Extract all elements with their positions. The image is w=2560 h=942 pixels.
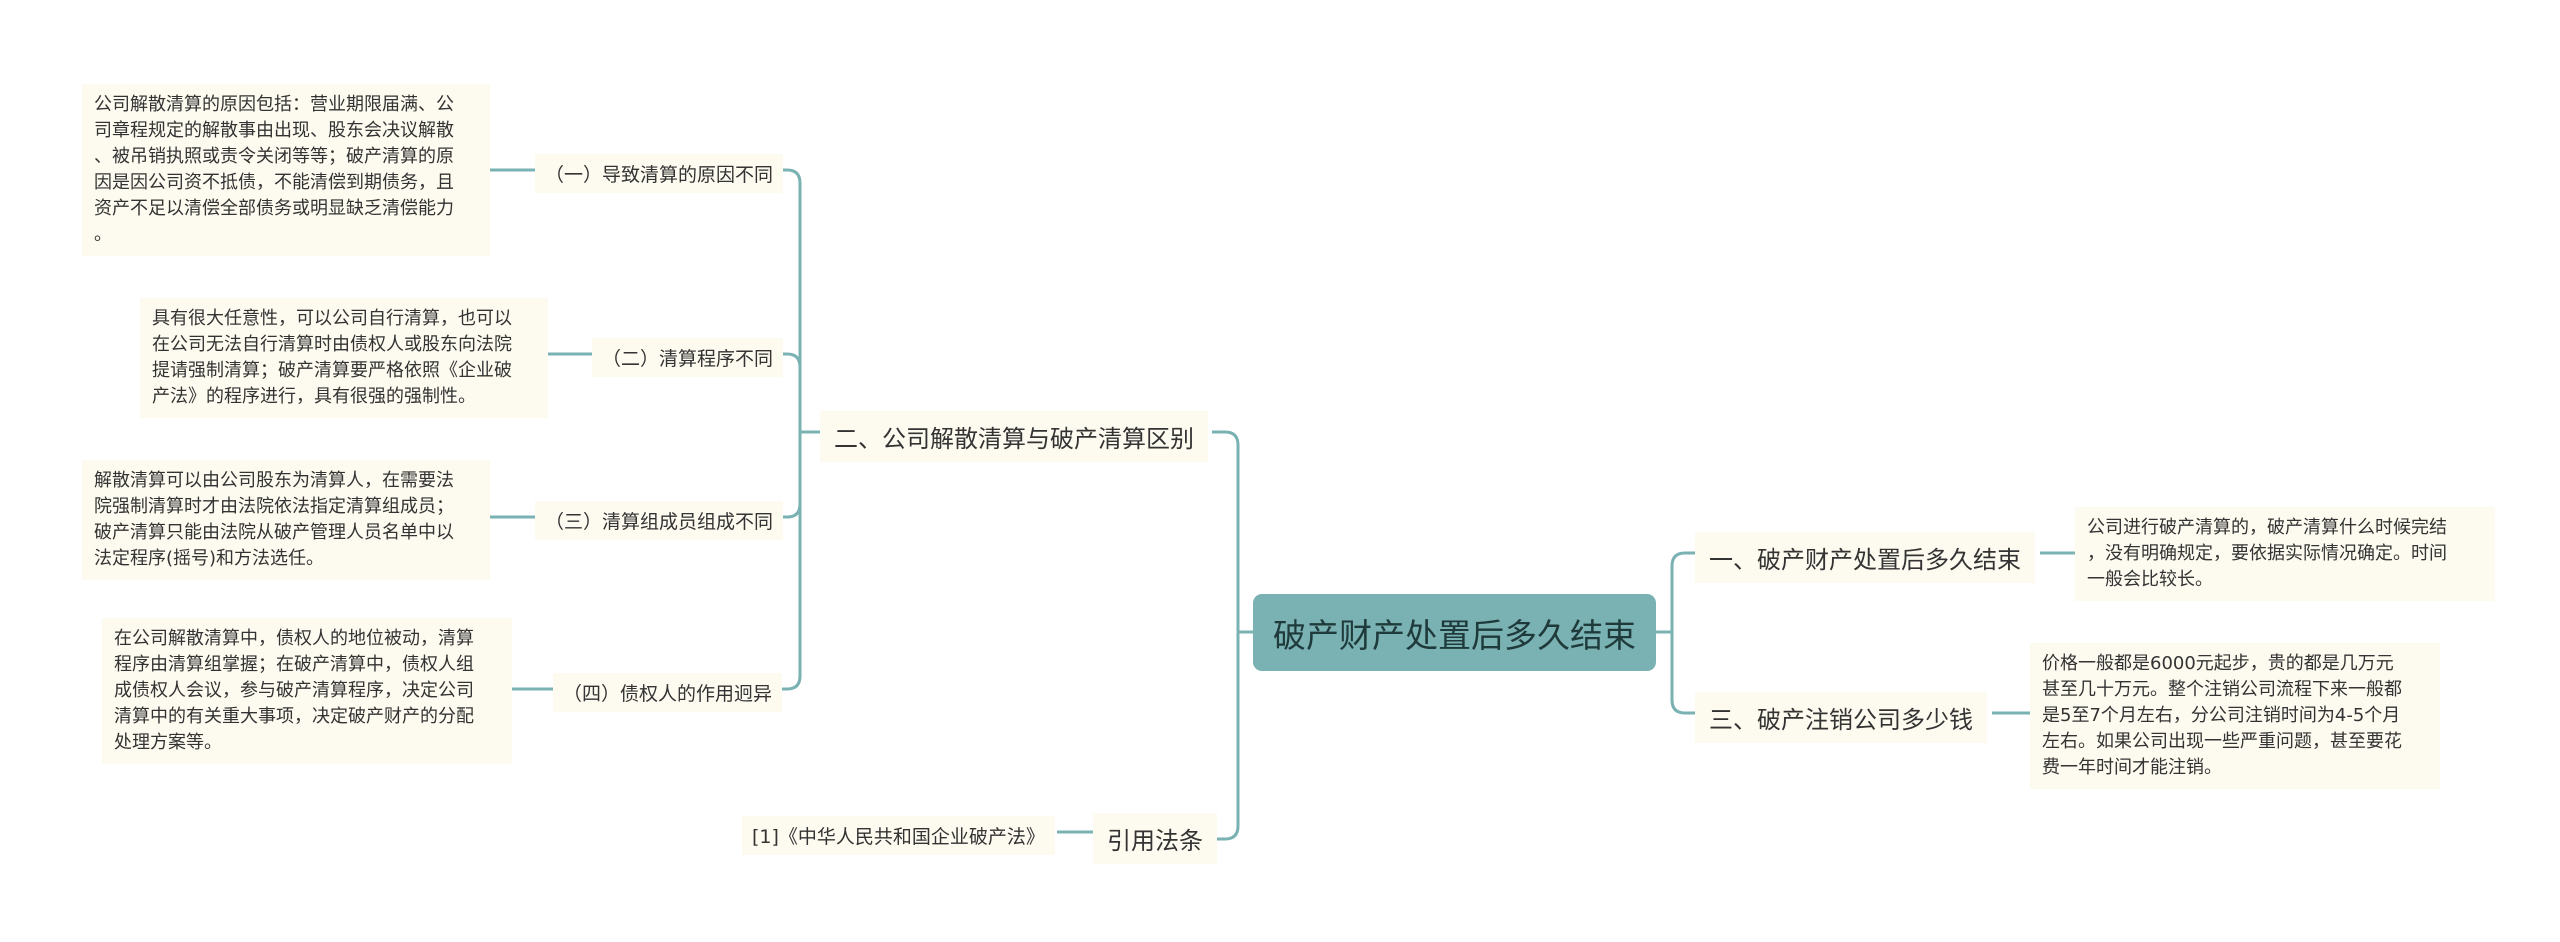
leaf-line: 公司解散清算的原因包括：营业期限届满、公 [94,94,454,115]
leaf-line: 处理方案等。 [114,732,222,753]
leaf-line: 公司进行破产清算的，破产清算什么时候完结 [2087,517,2447,538]
branch-cited-law[interactable]: 引用法条 [1093,813,1217,864]
leaf-line: 因是因公司资不抵债，不能清偿到期债务，且 [94,172,454,193]
link-root-b2 [1212,430,1253,634]
sub-team-composition-difference[interactable]: （三）清算组成员组成不同 [535,501,784,540]
leaf-line: 解散清算可以由公司股东为清算人，在需要法 [94,470,454,491]
leaf-line: 左右。如果公司出现一些严重问题，甚至要花 [2042,731,2402,752]
leaf-line: 破产清算只能由法院从破产管理人员名单中以 [94,522,454,543]
leaf-line: 甚至几十万元。整个注销公司流程下来一般都 [2042,679,2402,700]
link-root-cite [1212,632,1240,841]
leaf-cause-detail: 公司解散清算的原因包括：营业期限届满、公 司章程规定的解散事由出现、股东会决议解… [82,84,490,256]
branch-deregistration-cost[interactable]: 三、破产注销公司多少钱 [1695,692,1987,743]
link-b2-s4 [775,432,802,691]
leaf-cost-detail: 价格一般都是6000元起步，贵的都是几万元 甚至几十万元。整个注销公司流程下来一… [2030,643,2440,789]
leaf-procedure-detail: 具有很大任意性，可以公司自行清算，也可以 在公司无法自行清算时由债权人或股东向法… [140,298,548,418]
leaf-line: 。 [94,224,112,245]
leaf-line: 产法》的程序进行，具有很强的强制性。 [152,386,476,407]
leaf-line: 在公司解散清算中，债权人的地位被动，清算 [114,628,474,649]
leaf-line: 院强制清算时才由法院依法指定清算组成员； [94,496,454,517]
link-root-b3 [1670,632,1695,715]
leaf-line: 司章程规定的解散事由出现、股东会决议解散 [94,120,454,141]
leaf-line: 具有很大任意性，可以公司自行清算，也可以 [152,308,512,329]
leaf-line: 一般会比较长。 [2087,569,2213,590]
leaf-line: 是5至7个月左右，分公司注销时间为4-5个月 [2042,705,2401,726]
leaf-line: ，没有明确规定，要依据实际情况确定。时间 [2087,543,2447,564]
leaf-line: 、被吊销执照或责令关闭等等；破产清算的原 [94,146,454,167]
branch-company-dissolution-vs-bankruptcy[interactable]: 二、公司解散清算与破产清算区别 [820,411,1208,462]
leaf-line: 法定程序(摇号)和方法选任。 [94,548,325,569]
sub-procedure-difference[interactable]: （二）清算程序不同 [592,338,784,377]
leaf-line: 清算中的有关重大事项，决定破产财产的分配 [114,706,474,727]
cited-law-item[interactable]: [1]《中华人民共和国企业破产法》 [742,816,1055,855]
branch-how-long-disposal[interactable]: 一、破产财产处置后多久结束 [1695,532,2035,583]
leaf-line: 资产不足以清偿全部债务或明显缺乏清偿能力 [94,198,454,219]
leaf-team-detail: 解散清算可以由公司股东为清算人，在需要法 院强制清算时才由法院依法指定清算组成员… [82,460,490,580]
leaf-disposal-time-detail: 公司进行破产清算的，破产清算什么时候完结 ，没有明确规定，要依据实际情况确定。时… [2075,507,2495,601]
leaf-line: 成债权人会议，参与破产清算程序，决定公司 [114,680,474,701]
root-topic[interactable]: 破产财产处置后多久结束 [1253,594,1656,671]
sub-creditor-role-difference[interactable]: （四）债权人的作用迥异 [553,673,783,712]
leaf-line: 程序由清算组掌握；在破产清算中，债权人组 [114,654,474,675]
link-root-b1 [1656,551,1695,634]
sub-cause-difference[interactable]: （一）导致清算的原因不同 [535,154,784,193]
leaf-creditor-detail: 在公司解散清算中，债权人的地位被动，清算 程序由清算组掌握；在破产清算中，债权人… [102,618,512,764]
leaf-line: 费一年时间才能注销。 [2042,757,2222,778]
leaf-line: 价格一般都是6000元起步，贵的都是几万元 [2042,653,2394,674]
link-b2-s1 [775,168,820,434]
leaf-line: 提请强制清算；破产清算要严格依照《企业破 [152,360,512,381]
link-b2-s2 [775,352,802,432]
leaf-line: 在公司无法自行清算时由债权人或股东向法院 [152,334,512,355]
